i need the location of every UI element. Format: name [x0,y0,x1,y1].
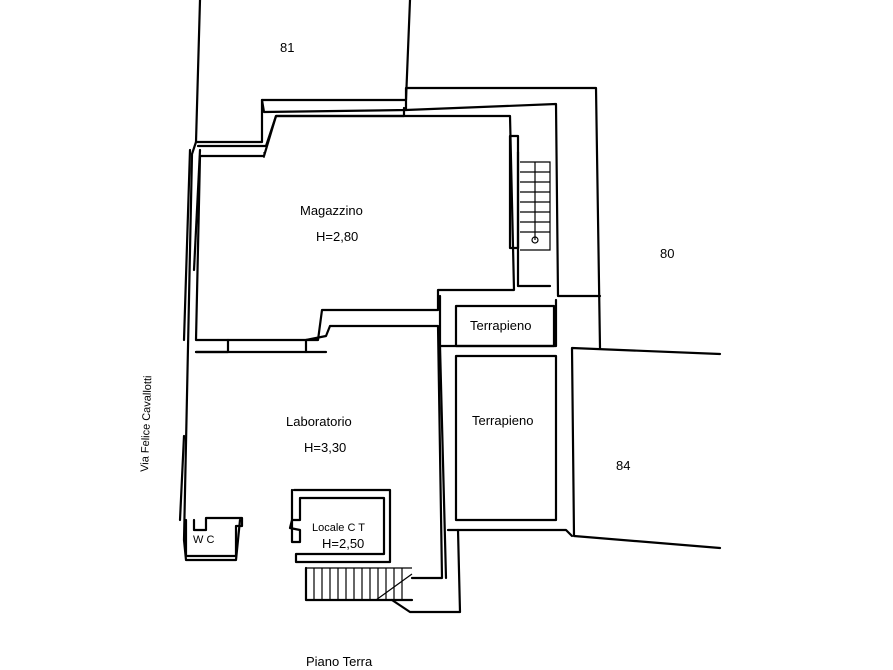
stairs-lower [304,566,414,602]
laboratorio-label: Laboratorio [286,414,352,429]
lower-right-wall [390,528,574,614]
laboratorio-room [194,324,444,580]
floor-label: Piano Terra [306,654,373,669]
laboratorio-height: H=3,30 [304,440,346,455]
parcel-80-label: 80 [660,246,674,261]
terrapieno-lower-label: Terrapieno [472,413,533,428]
magazzino-room [194,114,516,342]
parcel-81 [194,0,412,144]
corridor-wall [438,294,558,580]
parcel-81-label: 81 [280,40,294,55]
street-label: Via Felice Cavallotti [139,375,154,472]
locale-ct-room [288,488,392,564]
terrapieno-upper-label: Terrapieno [470,318,531,333]
locale-ct-height: H=2,50 [322,536,364,551]
terrapieno-lower [454,354,558,522]
magazzino-label: Magazzino [300,203,363,218]
parcel-80 [404,86,602,350]
wc-room [184,516,244,558]
wc-label: W C [193,534,214,546]
parcel-84-label: 84 [616,458,630,473]
stairs-upper [508,134,552,288]
locale-ct-label: Locale C T [312,522,365,534]
magazzino-height: H=2,80 [316,229,358,244]
parcel-84 [570,346,722,550]
